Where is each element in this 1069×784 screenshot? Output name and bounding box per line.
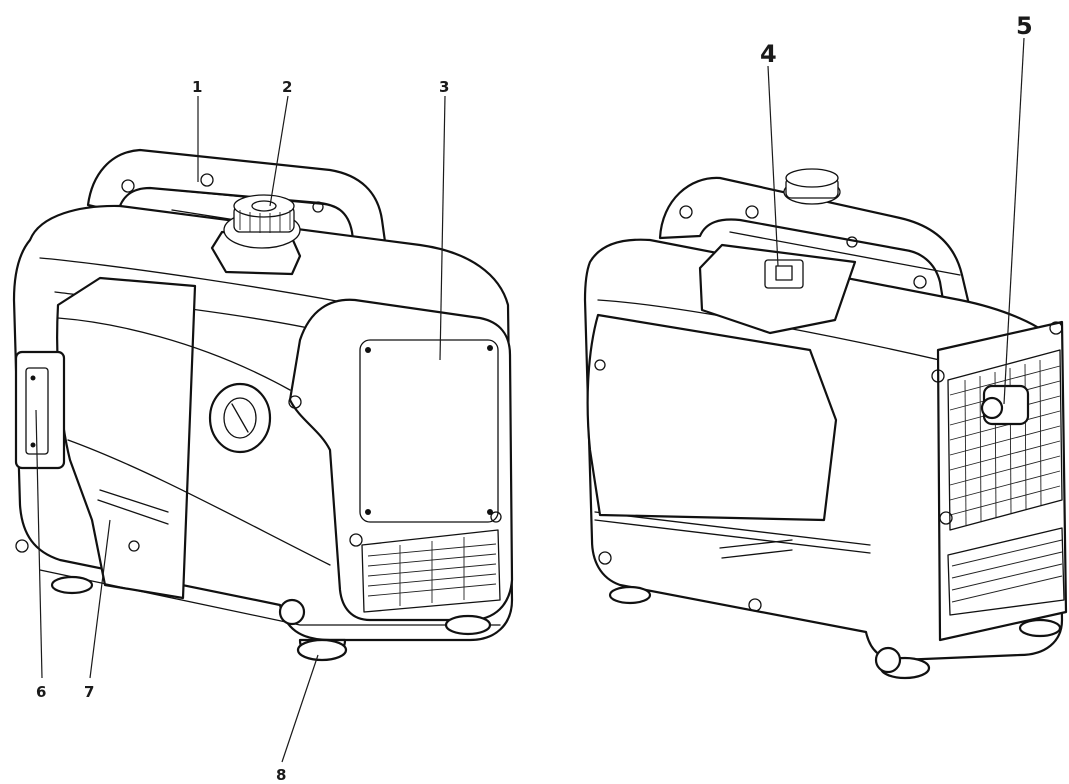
callout-1: 1 (192, 78, 202, 96)
callout-7: 7 (84, 683, 94, 701)
generator-left-view (12, 148, 514, 662)
callout-3: 3 (439, 78, 449, 96)
callout-labels: 1 2 3 4 5 6 7 8 (36, 12, 1033, 784)
callout-6: 6 (36, 683, 46, 701)
callout-8: 8 (276, 766, 286, 784)
leader-lines (35, 37, 1025, 763)
callout-5: 5 (1016, 12, 1033, 40)
callout-2: 2 (282, 78, 292, 96)
callout-4: 4 (760, 40, 777, 68)
generator-right-view (583, 168, 1068, 680)
